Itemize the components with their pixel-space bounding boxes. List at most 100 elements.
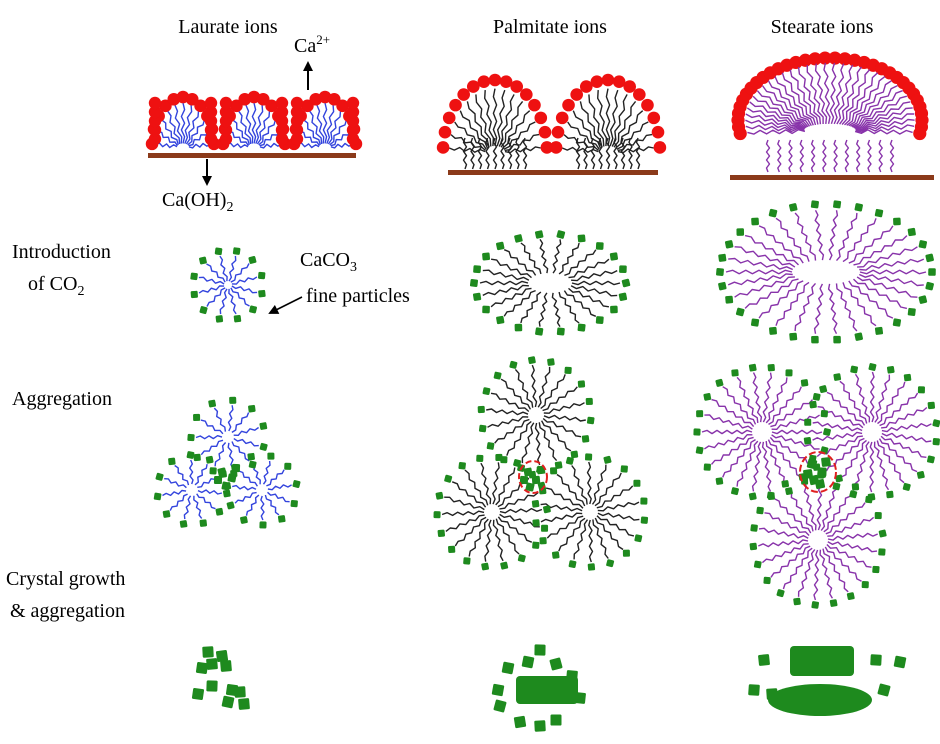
- caco3-crystal: [521, 655, 535, 669]
- surfactant-headgroup: [148, 114, 162, 128]
- caco3-particle: [833, 373, 842, 381]
- surfactant-headgroup: [466, 80, 480, 93]
- surfactant-chain: [540, 374, 566, 410]
- caco3-particle: [541, 524, 549, 532]
- stearate-chain: [848, 80, 892, 127]
- surfactant-chain: [520, 242, 542, 275]
- surfactant-chain: [495, 518, 520, 555]
- caco3-particle: [789, 203, 798, 212]
- laurate-chain: [180, 102, 186, 144]
- surfactant-chain: [231, 412, 250, 433]
- caco3-particle: [587, 563, 596, 571]
- caco3-particle: [564, 366, 572, 374]
- surfactant-chain: [592, 519, 609, 559]
- surfactant-chain: [233, 438, 259, 447]
- caco3-cluster-particle: [531, 475, 541, 485]
- laurate-chain: [259, 142, 282, 149]
- surfactant-headgroup: [346, 123, 360, 137]
- caco3-particle: [259, 521, 267, 529]
- surfactant-chain: [521, 422, 535, 464]
- surfactant-chain: [588, 519, 594, 563]
- caco3-particle: [539, 537, 547, 545]
- caco3-particle: [186, 451, 195, 459]
- surfactant-chain: [774, 498, 812, 534]
- surfactant-chain: [838, 439, 867, 483]
- surfactant-chain: [238, 470, 258, 487]
- palmitate-chain: [609, 89, 619, 147]
- caco3-particle: [531, 500, 540, 508]
- surfactant-chain: [833, 139, 838, 173]
- stearate-chain: [745, 124, 805, 133]
- surfactant-chain: [543, 402, 585, 414]
- surfactant-chain: [558, 517, 586, 552]
- caco3-particle: [724, 240, 734, 249]
- surfactant-chain: [267, 484, 292, 491]
- surfactant-chain: [810, 139, 816, 173]
- stearate-chain: [752, 95, 808, 128]
- surfactant-headgroup: [275, 123, 289, 137]
- caco3-particle: [768, 208, 778, 218]
- surfactant-chain: [586, 461, 592, 505]
- surfactant-chain: [825, 502, 866, 535]
- surfactant-chain: [842, 282, 877, 327]
- caco3-particle: [248, 255, 257, 264]
- caco3-particle: [568, 560, 577, 569]
- caco3-particle: [259, 442, 268, 451]
- caco3-cluster-particle: [525, 482, 535, 492]
- surfactant-chain: [538, 422, 558, 462]
- calcium-hydroxide-label: Ca(OH)2: [162, 189, 233, 215]
- caco3-crystal: [234, 686, 246, 698]
- caco3-particle: [932, 438, 940, 446]
- caco3-particle: [823, 428, 831, 436]
- surfactant-headgroup: [290, 132, 304, 146]
- surfactant-chain: [822, 548, 849, 593]
- surfactant-chain: [869, 371, 875, 423]
- surfactant-chain: [859, 273, 924, 287]
- caco3-particle: [622, 549, 630, 557]
- caco3-particle: [199, 256, 207, 265]
- surfactant-chain: [775, 281, 810, 326]
- stearate-chain: [814, 63, 828, 124]
- surfactant-chain: [859, 269, 927, 275]
- surfactant-headgroup: [346, 105, 360, 119]
- surfactant-chain: [857, 246, 918, 268]
- laurate-chain: [329, 119, 348, 146]
- surfactant-chain: [797, 549, 816, 597]
- laurate-chain: [166, 110, 181, 145]
- laurate-chain: [259, 130, 281, 147]
- caco3-cluster-particle: [814, 478, 826, 490]
- surfactant-headgroup: [562, 98, 575, 112]
- caco3-crystal-cluster: [790, 646, 854, 676]
- surfactant-chain: [231, 285, 258, 294]
- surfactant-chain: [441, 510, 485, 517]
- surfactant-chain: [725, 269, 793, 275]
- surfactant-chain: [873, 441, 890, 491]
- laurate-chain: [256, 110, 271, 145]
- caco3-cluster-particle: [221, 481, 231, 491]
- laurate-chain: [237, 110, 252, 145]
- caco3-particle: [789, 332, 798, 341]
- surfactant-chain: [842, 218, 877, 263]
- surfactant-chain: [704, 414, 753, 430]
- caco3-cluster-particle: [217, 467, 227, 477]
- caco3-crystal: [766, 688, 778, 700]
- caco3-particle: [736, 228, 745, 236]
- caco3-particle: [854, 332, 863, 341]
- surfactant-chain: [771, 429, 823, 435]
- surfactant-chain: [200, 419, 224, 435]
- stearate-chain: [806, 65, 824, 124]
- caco3-particle: [918, 240, 928, 249]
- surfactant-headgroup: [653, 141, 667, 154]
- surfactant-chain: [782, 547, 813, 590]
- surfactant-chain: [777, 139, 782, 173]
- surfactant-chain: [812, 421, 863, 432]
- caco3-particle: [547, 358, 555, 366]
- surfactant-chain: [788, 139, 793, 173]
- surfactant-chain: [164, 478, 187, 489]
- caco3-cluster-particle: [803, 469, 813, 479]
- surfactant-chain: [583, 137, 588, 170]
- surfactant-headgroup: [436, 141, 450, 154]
- surfactant-chain: [827, 283, 838, 335]
- caco3-particle: [258, 271, 266, 280]
- surfactant-chain: [500, 137, 505, 170]
